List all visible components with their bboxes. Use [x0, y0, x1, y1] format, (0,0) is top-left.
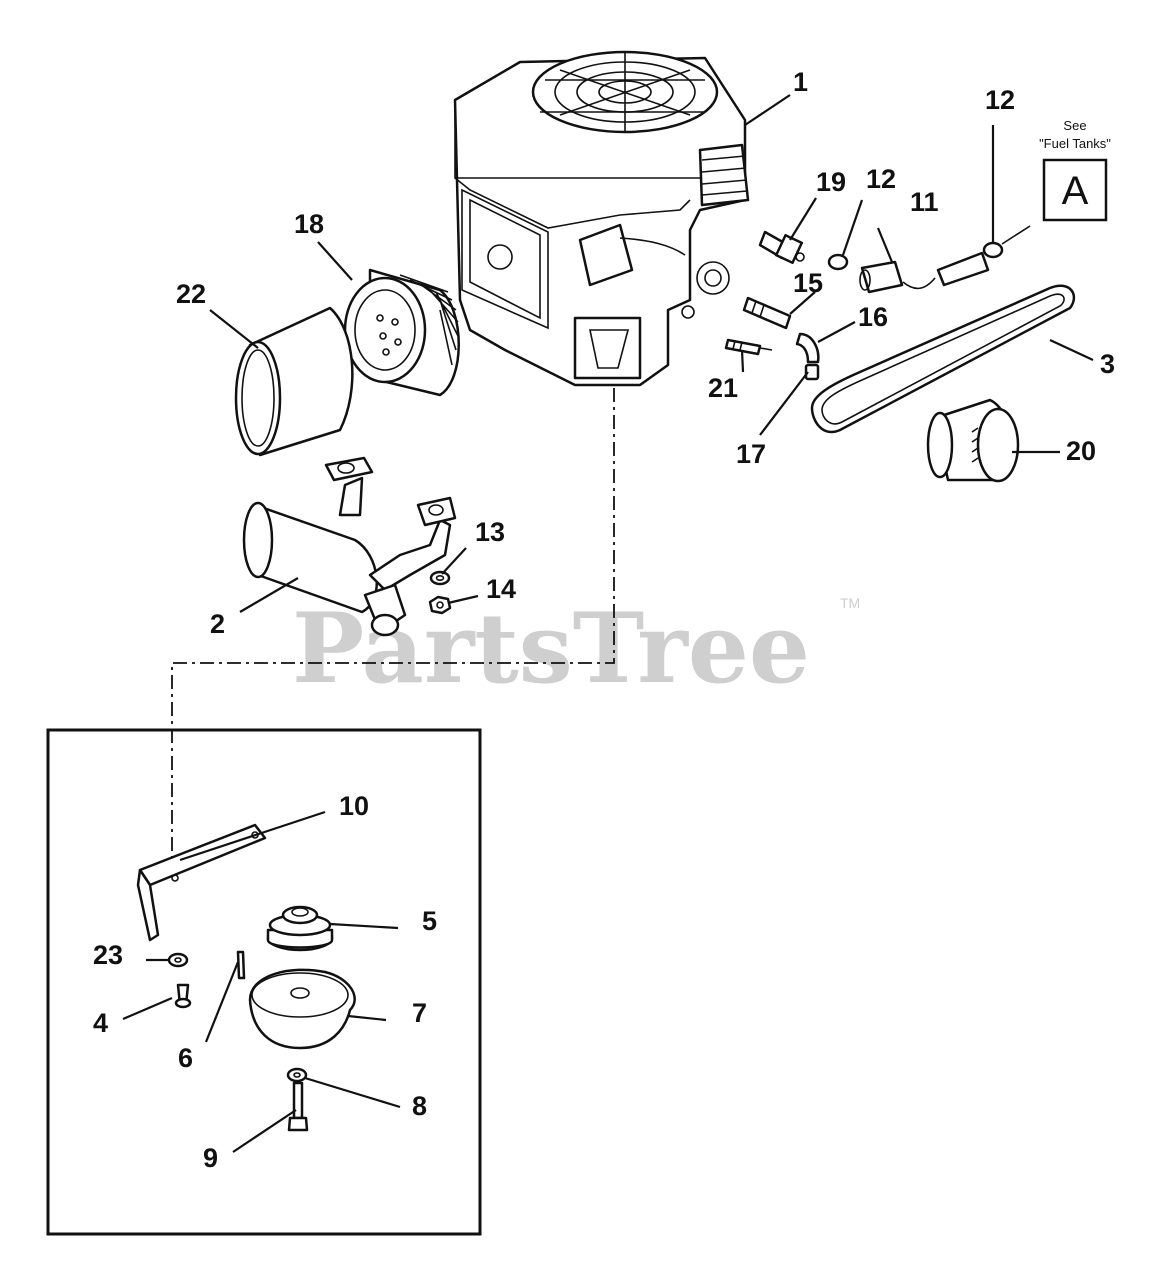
mounting-bracket-part[interactable] — [136, 823, 267, 942]
callout-18: 18 — [294, 209, 324, 239]
fuel-fitting-part[interactable] — [742, 296, 792, 330]
reference-letter-box[interactable] — [1042, 158, 1108, 222]
screw-part[interactable] — [174, 983, 192, 1009]
callout-16: 16 — [858, 302, 888, 332]
muffler-part[interactable] — [242, 456, 457, 637]
callout-14: 14 — [486, 574, 516, 604]
callout-2: 2 — [210, 609, 225, 639]
callout-9: 9 — [203, 1143, 218, 1173]
callout-15: 15 — [793, 268, 823, 298]
callout-3: 3 — [1100, 349, 1115, 379]
leader-lines — [122, 94, 1094, 1153]
air-filter-element-part[interactable] — [343, 268, 460, 397]
callout-12-left: 12 — [866, 164, 896, 194]
pre-cleaner-sleeve-part[interactable] — [234, 306, 354, 457]
callout-13: 13 — [475, 517, 505, 547]
callout-22: 22 — [176, 279, 206, 309]
reference-line — [171, 388, 615, 862]
reference-letter: A — [1062, 169, 1089, 213]
pulley-part[interactable] — [266, 905, 334, 952]
flat-washer-part[interactable] — [167, 952, 189, 968]
washer-part[interactable] — [429, 570, 451, 586]
fuel-hose-part[interactable] — [859, 225, 1031, 294]
hose-clamp-part[interactable] — [827, 241, 1004, 271]
callout-1: 1 — [793, 67, 808, 97]
detail-inset-box — [46, 728, 482, 1236]
callout-10: 10 — [339, 791, 369, 821]
hex-nut-part[interactable] — [428, 595, 452, 615]
callout-7: 7 — [412, 998, 427, 1028]
callout-17: 17 — [736, 439, 766, 469]
reference-see-label: See — [1063, 118, 1086, 133]
reference-fuel-tanks-label[interactable]: "Fuel Tanks" — [1039, 136, 1111, 151]
callout-5: 5 — [422, 906, 437, 936]
elbow-fitting-part[interactable] — [795, 332, 820, 364]
hex-bolt-part[interactable] — [287, 1081, 309, 1132]
callout-19: 19 — [816, 167, 846, 197]
fuel-solenoid-part[interactable] — [758, 230, 805, 265]
callout-6: 6 — [178, 1043, 193, 1073]
bolt-washer-part[interactable] — [286, 1067, 308, 1083]
oil-filter-part[interactable] — [926, 398, 1020, 483]
drive-belt-part[interactable] — [810, 284, 1076, 434]
callout-23: 23 — [93, 940, 123, 970]
callout-8: 8 — [412, 1091, 427, 1121]
callout-21: 21 — [708, 373, 738, 403]
nipple-fitting-part[interactable] — [804, 363, 820, 381]
pulley-key-part[interactable] — [236, 950, 246, 980]
engine-part[interactable] — [453, 50, 750, 387]
watermark-trademark: TM — [840, 595, 860, 611]
callout-12-right: 12 — [985, 85, 1015, 115]
callout-4: 4 — [93, 1008, 108, 1038]
callout-11: 11 — [910, 187, 939, 217]
belt-guard-part[interactable] — [248, 968, 356, 1050]
callout-20: 20 — [1066, 436, 1096, 466]
spark-plug-part[interactable] — [724, 338, 773, 356]
